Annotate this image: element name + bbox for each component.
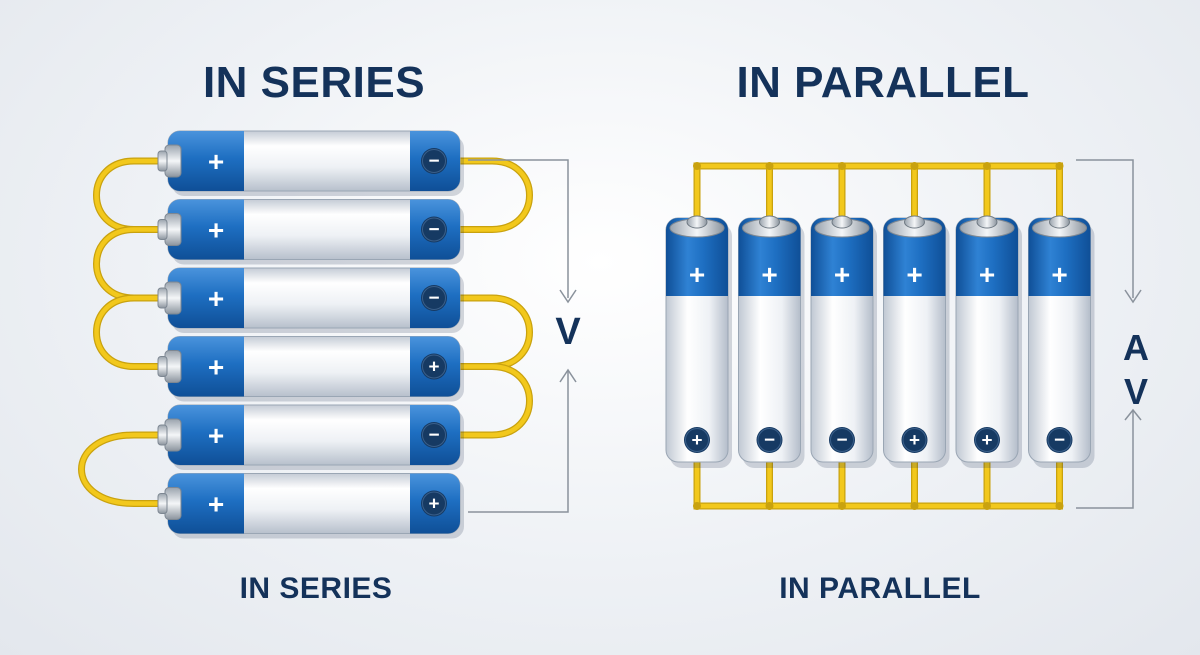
series-battery: ++ (157, 336, 464, 402)
svg-text:−: − (764, 429, 775, 450)
svg-text:+: + (691, 429, 702, 450)
parallel-top-terminal-label: + (979, 259, 995, 290)
svg-text:−: − (428, 287, 439, 308)
parallel-bottom-terminal-badge: − (756, 427, 783, 453)
series-right-terminal-badge: − (421, 216, 447, 243)
svg-text:−: − (1054, 429, 1065, 450)
parallel-caption: IN PARALLEL (779, 572, 981, 605)
series-left-terminal-label: + (208, 146, 224, 177)
series-right-terminal-badge: − (421, 422, 447, 448)
parallel-bottom-terminal-badge: − (829, 427, 855, 453)
series-left-terminal-label: + (208, 420, 224, 451)
series-right-terminal-badge: + (421, 353, 447, 380)
series-voltage-label: V (555, 311, 581, 353)
series-right-terminal-badge: + (421, 490, 447, 517)
parallel-battery: ++ (665, 215, 732, 468)
svg-text:+: + (428, 492, 439, 513)
parallel-battery: ++ (955, 215, 1022, 468)
svg-text:−: − (428, 150, 439, 171)
series-left-terminal-label: + (208, 489, 224, 520)
svg-text:+: + (909, 429, 920, 450)
parallel-measure-bracket (1076, 159, 1142, 509)
parallel-battery: ++ (883, 215, 950, 468)
series-battery: +− (157, 130, 464, 196)
parallel-battery: +− (810, 215, 877, 468)
series-battery: +− (157, 199, 464, 265)
parallel-top-terminal-label: + (1051, 259, 1067, 290)
series-left-terminal-label: + (208, 283, 224, 314)
svg-text:−: − (836, 429, 847, 450)
series-title: IN SERIES (202, 58, 426, 107)
svg-text:−: − (428, 218, 439, 239)
series-left-terminal-label: + (208, 352, 224, 383)
parallel-title: IN PARALLEL (736, 58, 1030, 107)
parallel-bottom-terminal-badge: + (974, 427, 1000, 453)
series-voltage-bracket (468, 159, 577, 513)
series-right-terminal-badge: − (421, 285, 447, 311)
svg-text:+: + (428, 355, 439, 376)
parallel-battery: +− (738, 215, 805, 468)
parallel-top-terminal-label: + (689, 259, 705, 290)
parallel-top-terminal-label: + (906, 259, 922, 290)
parallel-battery: +− (1028, 215, 1095, 468)
series-caption: IN SERIES (239, 572, 393, 605)
series-battery-stack: +−+−+−+++−++ (157, 130, 464, 539)
series-right-terminal-badge: − (421, 148, 447, 174)
series-left-terminal-label: + (208, 215, 224, 246)
series-battery: +− (157, 267, 464, 333)
parallel-top-terminal-label: + (761, 259, 777, 290)
parallel-wires (693, 162, 1064, 510)
svg-text:+: + (981, 429, 992, 450)
series-battery: ++ (157, 473, 464, 539)
parallel-bottom-terminal-badge: − (1046, 427, 1073, 453)
parallel-battery-row: +++−+−+++++− (665, 215, 1095, 468)
parallel-bottom-terminal-badge: + (901, 427, 928, 453)
series-battery: +− (157, 404, 464, 470)
series-wires (78, 157, 533, 507)
svg-text:−: − (428, 424, 439, 445)
parallel-bottom-terminal-badge: + (684, 427, 710, 453)
parallel-top-terminal-label: + (834, 259, 850, 290)
